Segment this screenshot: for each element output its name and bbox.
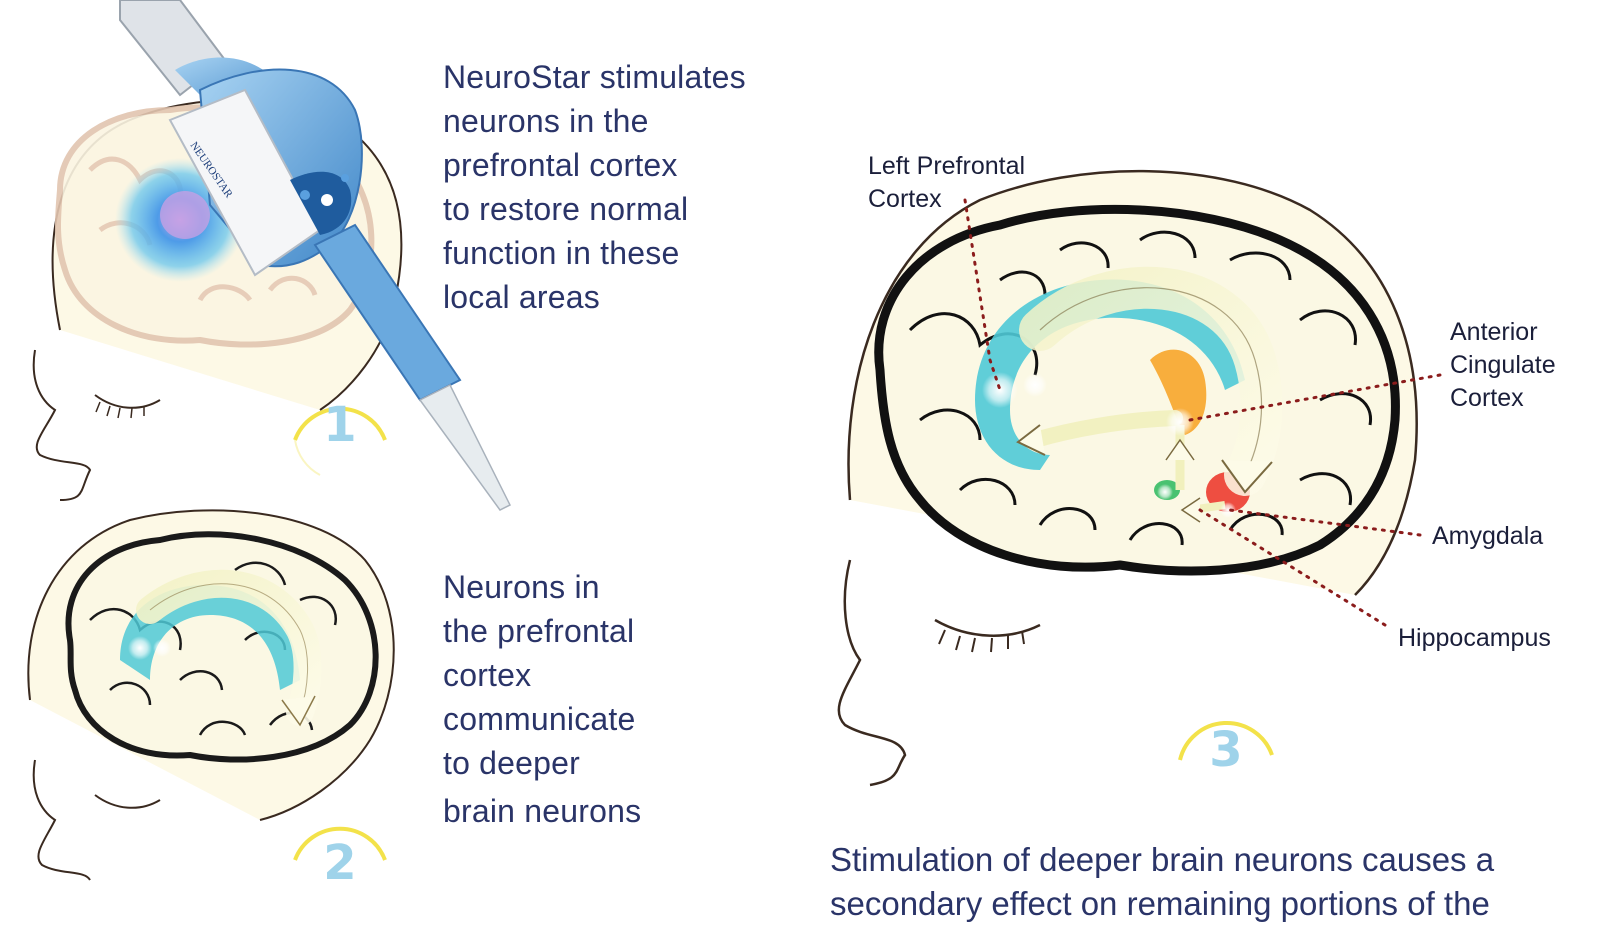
caption-line: local areas — [443, 279, 600, 315]
panel-3 — [837, 169, 1442, 787]
step-circle-2 — [293, 826, 387, 861]
caption-line: secondary effect on remaining portions o… — [830, 885, 1490, 922]
brain-2 — [65, 531, 379, 763]
label-line: Cortex — [1450, 384, 1524, 412]
step1-caption: NeuroStar stimulates neurons in the pref… — [443, 55, 746, 319]
closed-eye — [94, 794, 161, 809]
panel-2 — [27, 509, 395, 881]
panel-1: NEUROSTAR — [32, 0, 512, 511]
caption-line: neurons in the — [443, 103, 649, 139]
illustration-canvas: NEUROSTAR — [27, 0, 1442, 881]
neurostar-coil-device: NEUROSTAR — [119, 0, 512, 511]
label-line: Cortex — [868, 185, 942, 213]
label-line: Anterior — [1450, 318, 1538, 346]
step-circle-3 — [1178, 721, 1274, 761]
label-line: Left Prefrontal — [868, 152, 1026, 180]
caption-line: cortex — [443, 657, 532, 693]
caption-line: to restore normal — [443, 191, 689, 227]
caption-line: NeuroStar stimulates — [443, 59, 746, 95]
step2-caption: Neurons in the prefrontal cortex communi… — [443, 565, 641, 833]
closed-eye — [934, 618, 1041, 637]
label-anterior-cingulate-cortex: Anterior Cingulate Cortex — [1450, 316, 1556, 415]
caption-line: prefrontal cortex — [443, 147, 678, 183]
label-amygdala: Amygdala — [1432, 522, 1544, 550]
caption-line: brain neurons — [443, 793, 642, 829]
caption-line: Neurons in — [443, 569, 600, 605]
caption-line: communicate — [443, 701, 636, 737]
brain-3 — [874, 204, 1400, 576]
caption-line: to deeper — [443, 745, 581, 781]
step-number-3: 3 — [1209, 722, 1243, 778]
caption-line: Stimulation of deeper brain neurons caus… — [830, 841, 1495, 878]
step-number-1: 1 — [323, 397, 357, 453]
leader-hippocampus — [1198, 508, 1387, 627]
leader-lines — [963, 198, 1442, 627]
label-left-prefrontal-cortex: Left Prefrontal Cortex — [868, 150, 1025, 216]
caption-line: the prefrontal — [443, 613, 635, 649]
leader-left-prefrontal — [963, 198, 1002, 392]
caption-line: function in these — [443, 235, 680, 271]
step3-caption: Stimulation of deeper brain neurons caus… — [830, 838, 1494, 926]
label-hippocampus: Hippocampus — [1398, 624, 1551, 652]
leader-anterior-cingulate — [1188, 373, 1442, 422]
step-number-2: 2 — [323, 835, 357, 891]
label-line: Cingulate — [1450, 351, 1556, 379]
closed-eye — [94, 394, 161, 409]
step-circle-1 — [293, 406, 387, 476]
anterior-cingulate-region — [1150, 349, 1207, 435]
